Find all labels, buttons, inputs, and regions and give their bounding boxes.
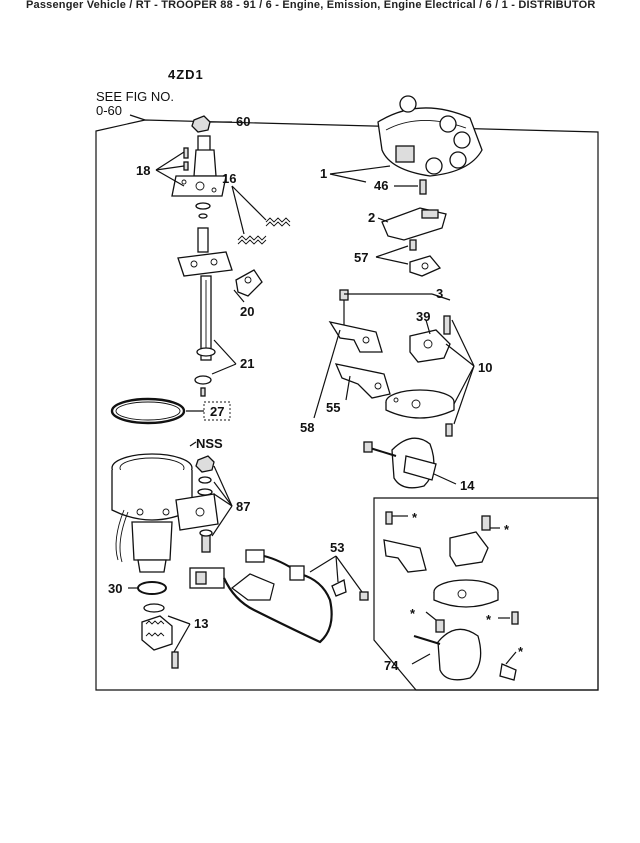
callout-53: 53: [330, 540, 344, 555]
callout-57: 57: [354, 250, 368, 265]
callout-3: 3: [436, 286, 443, 301]
part-57-parts: [375, 239, 442, 277]
page-header: Passenger Vehicle / RT - TROOPER 88 - 91…: [26, 0, 596, 11]
part-20-weight: [233, 269, 263, 303]
callout-55: 55: [326, 400, 340, 415]
part-14-vacuum: [363, 437, 457, 489]
washer: [195, 202, 211, 210]
callout-2: 2: [368, 210, 375, 225]
part-3-screws: [339, 289, 451, 330]
callout-46: 46: [374, 178, 388, 193]
callout-60: 60: [236, 114, 250, 129]
callout-39: 39: [416, 309, 430, 324]
part-60-nut: [191, 115, 232, 133]
callout-13: 13: [194, 616, 208, 631]
inset-box-74: [373, 497, 599, 691]
part-30-oring: [128, 581, 167, 595]
callout-18: 18: [136, 163, 150, 178]
part-16-springs: [231, 185, 291, 245]
part-46-screw: [394, 179, 427, 195]
callout-10: 10: [478, 360, 492, 375]
see-fig-number: 0-60: [96, 103, 122, 118]
callout-14: 14: [460, 478, 475, 493]
part-13-gear: [141, 603, 191, 669]
asterisk-marker: *: [410, 606, 416, 621]
part-10-plate: [385, 319, 475, 437]
part-18-cam: [155, 135, 227, 197]
callout-58: 58: [300, 420, 314, 435]
callout-21: 21: [240, 356, 254, 371]
part-21-shaft: [177, 227, 237, 397]
callout-1: 1: [320, 166, 327, 181]
callout-27: 27: [210, 404, 224, 419]
callout-30: 30: [108, 581, 122, 596]
part-1-cap: [329, 95, 483, 183]
callout-16: 16: [222, 171, 236, 186]
asterisk-marker: *: [486, 612, 492, 627]
asterisk-marker: *: [518, 644, 524, 659]
see-fig-leader: [129, 114, 146, 121]
part-53-harness: [189, 549, 369, 644]
callout-nss: NSS: [196, 436, 223, 451]
part-58-bracket: [313, 321, 383, 419]
see-fig-label: SEE FIG NO.: [96, 89, 174, 104]
engine-code: 4ZD1: [168, 67, 204, 82]
asterisk-marker: *: [412, 510, 418, 525]
part-27-oring: [110, 397, 231, 425]
part-39-pickup: [409, 315, 451, 363]
part-2-rotor: [377, 207, 447, 241]
callout-74: 74: [384, 658, 399, 673]
distributor-housing: [111, 441, 219, 573]
callout-20: 20: [240, 304, 254, 319]
asterisk-marker: *: [504, 522, 510, 537]
callout-87: 87: [236, 499, 250, 514]
part-55: [334, 363, 391, 401]
part-87-bolts: [195, 455, 233, 553]
